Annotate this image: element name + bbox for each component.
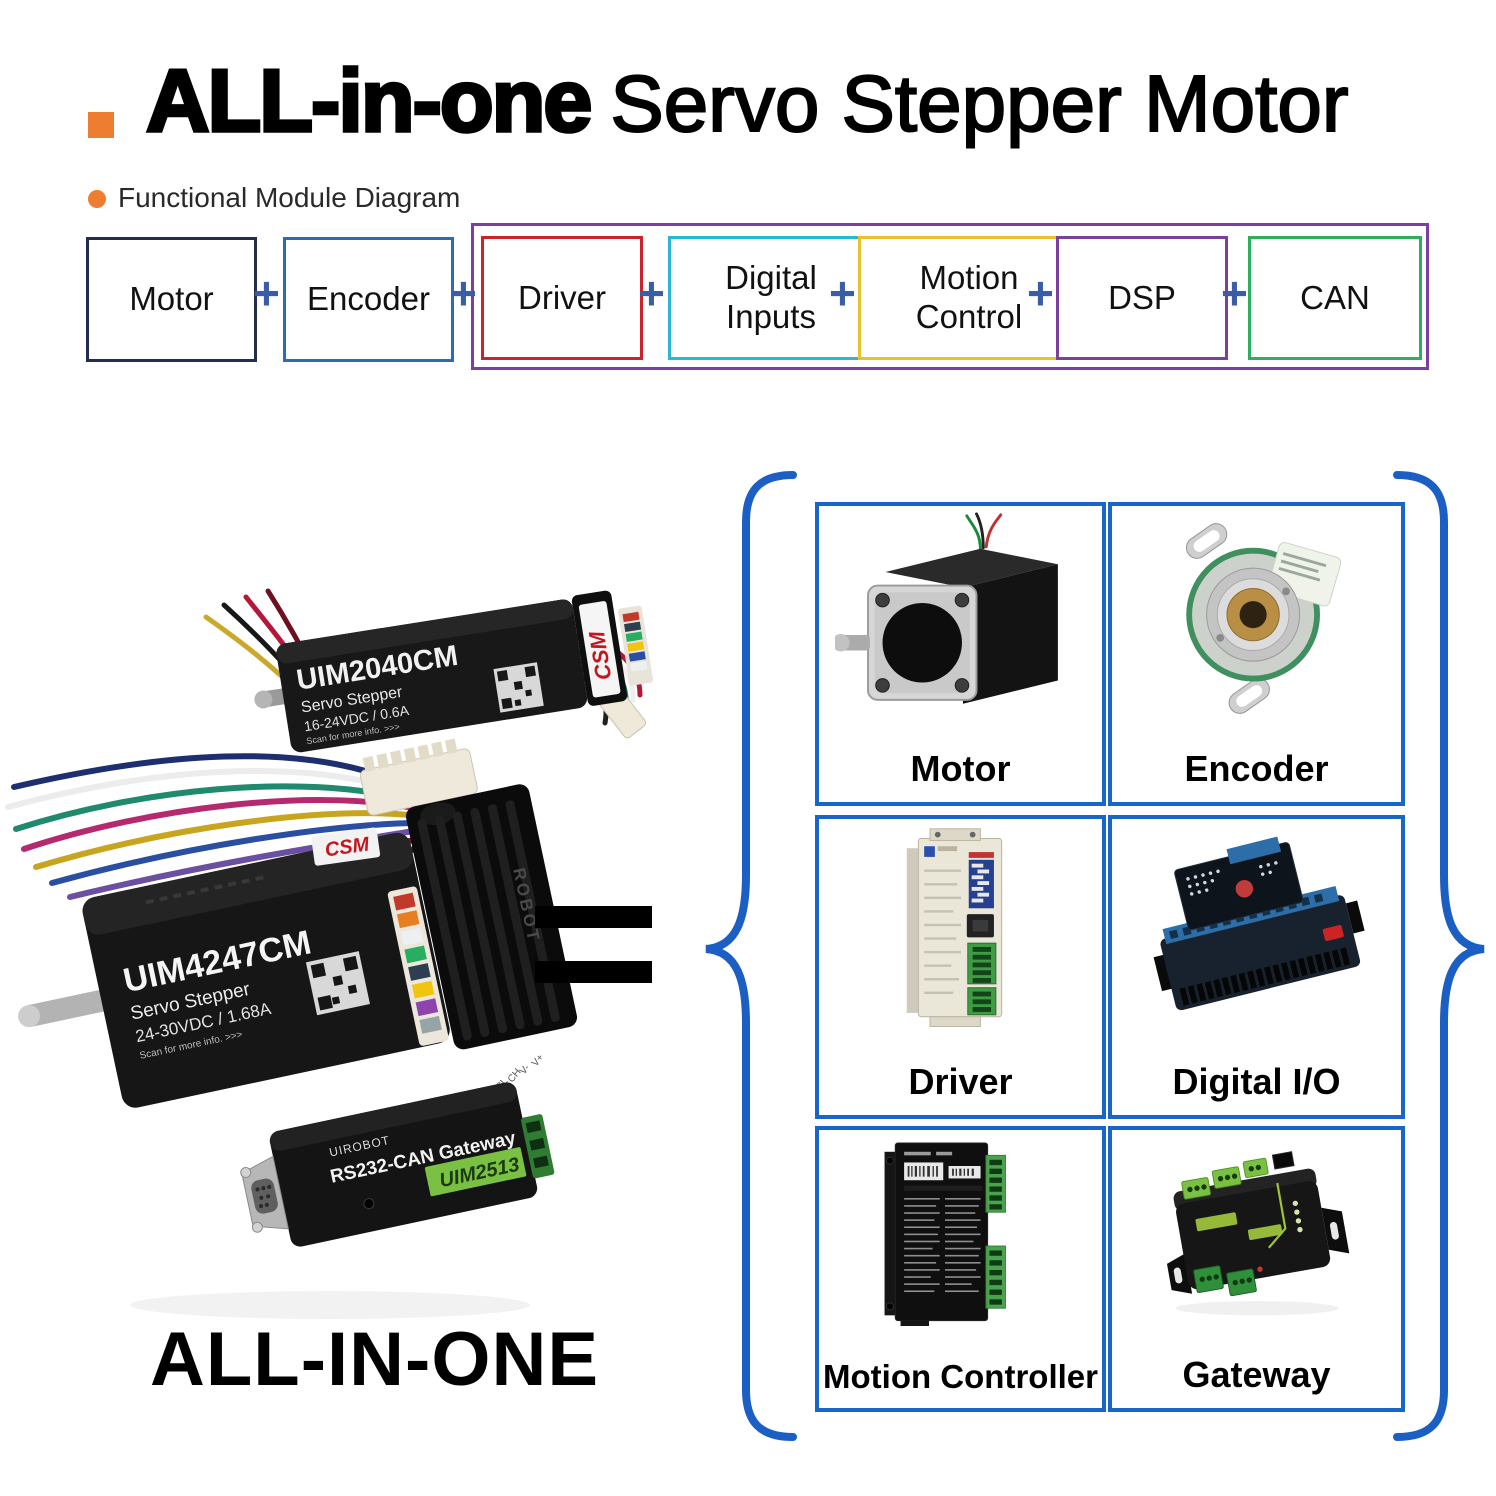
flow-box-motor-label: Motor xyxy=(129,280,214,318)
flow-box-encoder: Encoder xyxy=(283,237,454,362)
digital-io-image xyxy=(1153,836,1365,1011)
plus-sign-4: + xyxy=(829,267,856,319)
cell-label-digital-io: Digital I/O xyxy=(1172,1061,1341,1102)
section-label: Functional Module Diagram xyxy=(118,182,461,213)
gateway-front-terminals xyxy=(1192,1265,1263,1297)
right-curly-brace xyxy=(1393,471,1485,1441)
plus-sign-5: + xyxy=(1027,267,1054,319)
small-module-uim2040cm: UIM2040CM Servo Stepper 16-24VDC / 0.6A … xyxy=(254,590,654,753)
component-cell-motor: Motor xyxy=(815,502,1106,806)
small-module-pin-stripes xyxy=(622,611,648,672)
main-motor-qr-code xyxy=(305,951,370,1016)
all-in-one-caption: ALL-IN-ONE xyxy=(150,1317,600,1402)
flow-box-encoder-label: Encoder xyxy=(307,280,430,318)
motor-image xyxy=(834,512,1058,704)
product-photo-group: UIM2040CM Servo Stepper 16-24VDC / 0.6A … xyxy=(5,588,654,1319)
title-main: ALL-in-one xyxy=(144,49,594,152)
panel-braces xyxy=(705,471,1485,1441)
gateway-image xyxy=(1166,1151,1349,1316)
main-motor-uim4247cm: CSM UIM4247CM Servo Stepper 24-30VDC / 1… xyxy=(18,738,578,1108)
gateway-top-terminals xyxy=(1180,1157,1269,1200)
flow-box-dsp: DSP xyxy=(1056,236,1228,360)
flow-box-dsp-label: DSP xyxy=(1108,278,1176,316)
equals-bar-top xyxy=(535,906,652,928)
flow-box-motor: Motor xyxy=(86,237,257,362)
flow-box-motion-control-label: Motion Control xyxy=(915,259,1023,335)
cell-label-gateway: Gateway xyxy=(1182,1354,1331,1395)
equals-bar-bottom xyxy=(535,961,652,983)
flow-box-motion-control: Motion Control xyxy=(858,236,1080,360)
cell-label-driver: Driver xyxy=(908,1061,1013,1102)
svg-text:V+: V+ xyxy=(530,1052,547,1069)
component-cell-digital-io: Digital I/O xyxy=(1108,815,1405,1119)
component-cell-encoder: Encoder xyxy=(1108,502,1405,806)
flow-box-can-label: CAN xyxy=(1300,278,1370,316)
flow-box-driver: Driver xyxy=(481,236,643,360)
main-motor-vents xyxy=(145,875,264,905)
db9-connector xyxy=(240,1155,290,1233)
component-cell-motion-controller: Motion Controller xyxy=(815,1126,1106,1412)
plus-sign-2: + xyxy=(450,267,477,319)
component-cell-gateway: Gateway xyxy=(1108,1126,1405,1412)
orange-dot-bullet xyxy=(88,190,106,208)
cell-label-motion-controller: Motion Controller xyxy=(823,1358,1098,1395)
encoder-image xyxy=(1185,523,1341,714)
orange-square-bullet xyxy=(88,112,114,138)
csm-sticker xyxy=(578,601,621,698)
gateway-badge xyxy=(424,1147,527,1197)
flow-box-digital-inputs: Digital Inputs xyxy=(668,236,874,360)
gateway-uim2513: UIROBOT RS232-CAN Gateway UIM2513 xyxy=(240,1082,555,1247)
plus-sign-6: + xyxy=(1221,267,1248,319)
left-curly-brace xyxy=(705,471,797,1441)
component-cell-driver: Driver xyxy=(815,815,1106,1119)
title-sub: Servo Stepper Motor xyxy=(609,58,1349,149)
motion-controller-image xyxy=(884,1142,1006,1326)
cell-label-motor: Motor xyxy=(910,748,1011,789)
plus-sign-3: + xyxy=(638,267,665,319)
cell-label-encoder: Encoder xyxy=(1184,748,1329,789)
main-motor-heatsink: ROBOT xyxy=(405,784,578,1050)
small-module-qr-code xyxy=(493,662,544,713)
flow-box-can: CAN xyxy=(1248,236,1422,360)
driver-image xyxy=(906,828,1002,1027)
main-motor-csm-sticker xyxy=(311,827,381,866)
integrated-group-outline xyxy=(471,223,1429,370)
flow-box-digital-inputs-label: Digital Inputs xyxy=(725,259,817,335)
plus-sign-1: + xyxy=(253,267,280,319)
flow-box-driver-label: Driver xyxy=(518,278,606,316)
